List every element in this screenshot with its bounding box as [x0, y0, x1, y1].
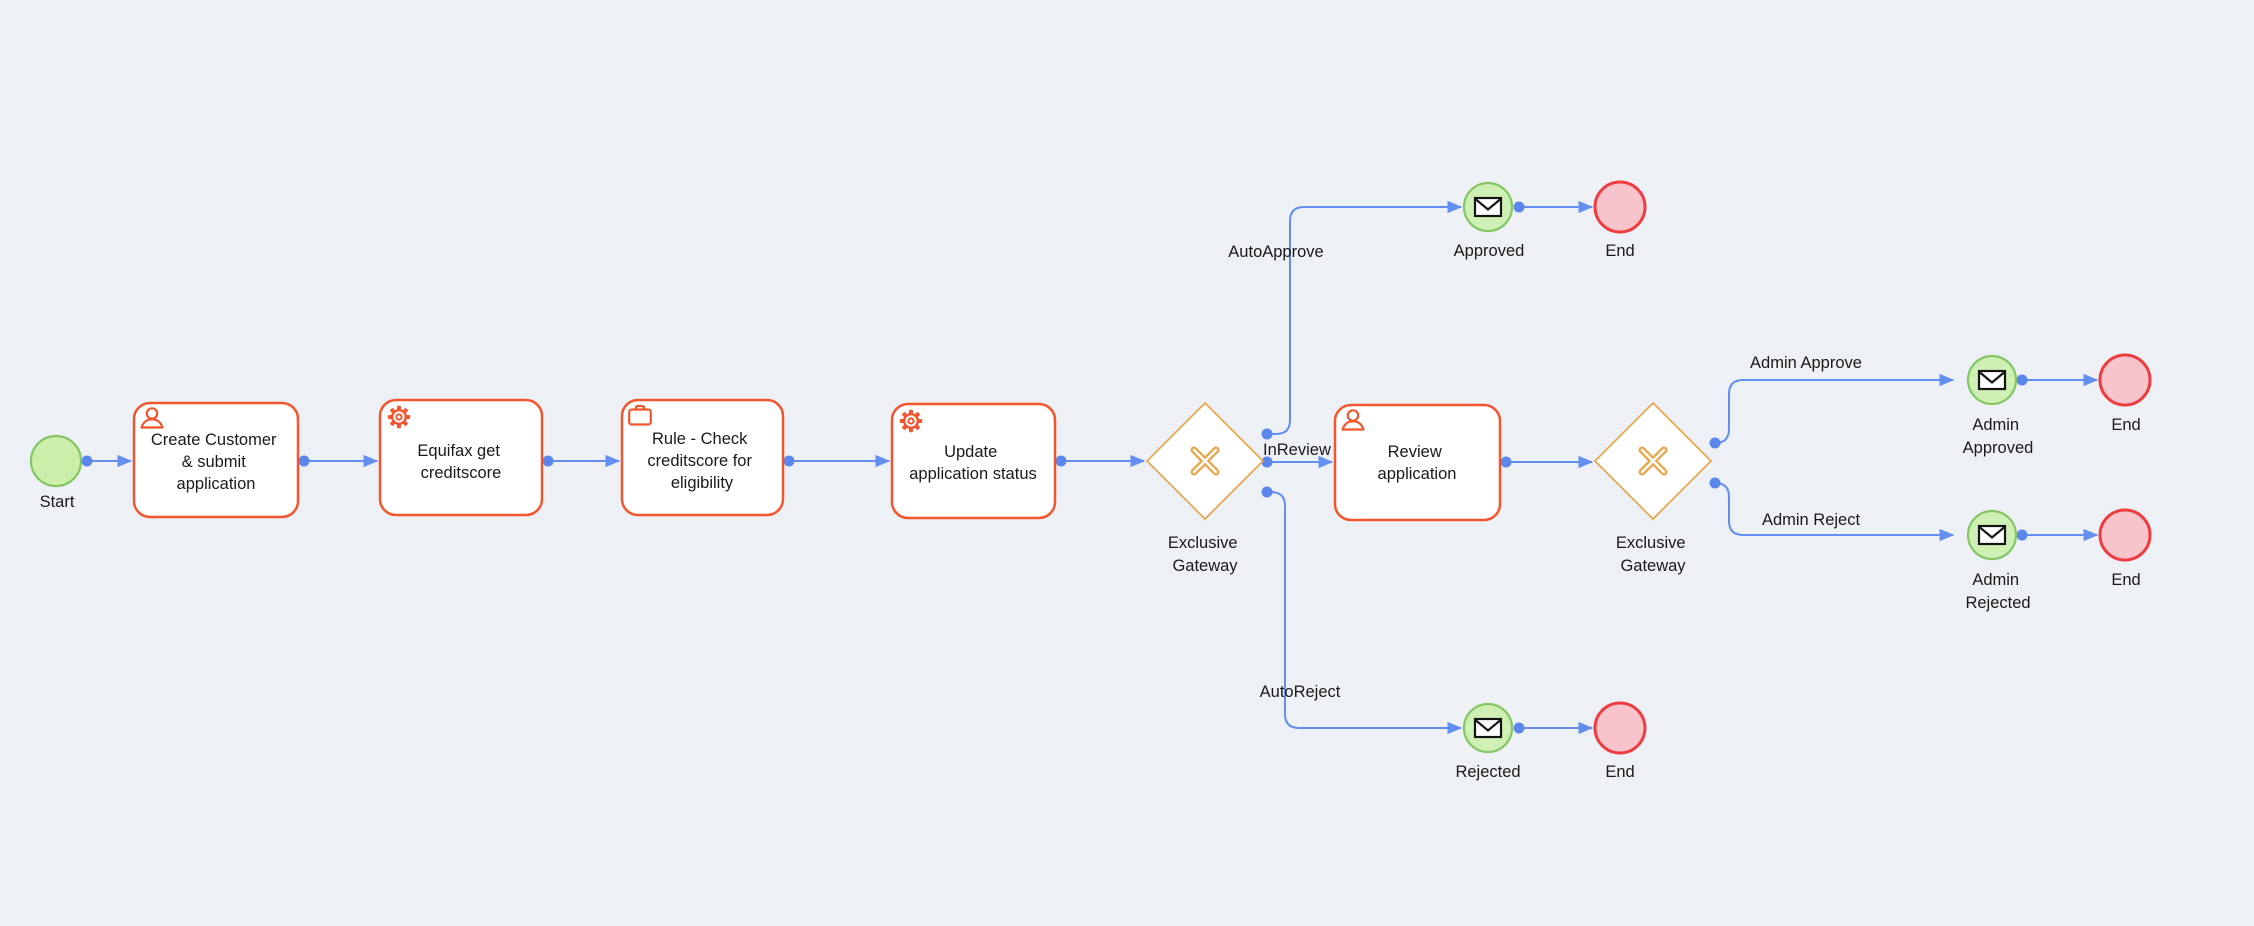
flow-line	[1714, 482, 1955, 542]
gear-icon	[898, 408, 924, 434]
task-label: Review application	[1378, 443, 1457, 483]
task-box[interactable]	[1333, 403, 1502, 522]
sequence-flows	[81, 200, 2099, 735]
flow-create-customer-to-equifax	[298, 454, 379, 468]
task-label: Update application status	[909, 443, 1037, 483]
end-event-bottom[interactable]	[1593, 701, 1647, 755]
task-label: Create Customer & submit application	[151, 431, 281, 493]
flow-line	[1267, 491, 1463, 735]
flow-source-dot	[1709, 437, 1721, 449]
flow-source-dot	[1513, 201, 1525, 213]
task-create-customer[interactable]: Create Customer & submit application	[132, 401, 300, 519]
start-event-label: Start	[40, 493, 75, 511]
flow-source-dot	[1513, 722, 1525, 734]
end-event-top-label: End	[1605, 242, 1634, 260]
message-event-approved[interactable]	[1462, 181, 1514, 233]
flow-admin-approved-to-end	[2016, 373, 2099, 387]
task-label: Rule - Check creditscore for eligibility	[647, 430, 756, 492]
envelope-icon	[1977, 369, 2007, 391]
flow-approved-to-end	[1513, 200, 1594, 214]
edge-label-admin-reject: Admin Reject	[1762, 511, 1861, 529]
flow-rule-check-to-update-status	[783, 454, 891, 468]
flow-source-dot	[542, 455, 554, 467]
flow-source-dot	[81, 455, 93, 467]
envelope-icon	[1473, 196, 1503, 218]
flow-equifax-to-rule-check	[542, 454, 621, 468]
flow-review-to-gateway2	[1500, 455, 1594, 469]
end-event-bottom-label: End	[1605, 763, 1634, 781]
flow-source-dot	[1261, 428, 1273, 440]
flow-line	[1267, 200, 1463, 435]
flow-source-dot	[1261, 456, 1273, 468]
start-event-circle[interactable]	[29, 434, 83, 488]
envelope-icon	[1473, 717, 1503, 739]
end-event-circle[interactable]	[2098, 353, 2152, 407]
task-box[interactable]	[378, 398, 544, 517]
end-event-right-top-label: End	[2111, 416, 2140, 434]
edge-label-in-review: InReview	[1263, 441, 1331, 459]
task-box[interactable]	[890, 402, 1057, 520]
message-event-admin-approved[interactable]	[1966, 354, 2018, 406]
flow-rejected-to-end	[1513, 721, 1594, 735]
task-update-application-status[interactable]: Update application status	[890, 402, 1057, 520]
flow-admin-approve	[1709, 373, 1955, 449]
flow-source-dot	[1055, 455, 1067, 467]
message-event-admin-approved-label: Admin Approved	[1963, 416, 2034, 457]
flow-auto-approve	[1261, 200, 1463, 440]
message-event-approved-label: Approved	[1454, 242, 1525, 260]
flow-source-dot	[1500, 456, 1512, 468]
task-box[interactable]	[620, 398, 785, 517]
flow-start-to-create-customer	[81, 454, 133, 468]
message-event-admin-rejected-label: Admin Rejected	[1965, 571, 2030, 612]
edge-label-admin-approve: Admin Approve	[1750, 354, 1862, 372]
envelope-icon	[1977, 524, 2007, 546]
message-event-rejected[interactable]	[1462, 702, 1514, 754]
end-event-right-top[interactable]	[2098, 353, 2152, 407]
gateway-label: Exclusive Gateway	[1616, 534, 1690, 575]
flow-source-dot	[783, 455, 795, 467]
end-event-circle[interactable]	[1593, 701, 1647, 755]
gear-icon	[386, 404, 412, 430]
edge-label-auto-reject: AutoReject	[1260, 683, 1341, 701]
end-event-right-bottom[interactable]	[2098, 508, 2152, 562]
flow-admin-rejected-to-end	[2016, 528, 2099, 542]
task-equifax-get-creditscore[interactable]: Equifax get creditscore	[378, 398, 544, 517]
edge-label-auto-approve: AutoApprove	[1228, 243, 1323, 261]
task-review-application[interactable]: Review application	[1333, 403, 1502, 522]
end-event-circle[interactable]	[2098, 508, 2152, 562]
task-label: Equifax get creditscore	[417, 442, 504, 482]
gateway-label: Exclusive Gateway	[1168, 534, 1242, 575]
exclusive-gateway-2[interactable]: Exclusive Gateway	[1593, 401, 1713, 575]
end-event-circle[interactable]	[1593, 180, 1647, 234]
flow-source-dot	[298, 455, 310, 467]
flow-line	[1714, 373, 1955, 444]
flow-update-status-to-gateway1	[1055, 454, 1146, 468]
flow-source-dot	[2016, 529, 2028, 541]
message-event-admin-rejected[interactable]	[1966, 509, 2018, 561]
end-event-right-bottom-label: End	[2111, 571, 2140, 589]
flow-source-dot	[1261, 486, 1273, 498]
flow-in-review	[1261, 455, 1334, 469]
message-event-rejected-label: Rejected	[1455, 763, 1520, 781]
end-event-top[interactable]	[1593, 180, 1647, 234]
task-box[interactable]	[132, 401, 300, 519]
flow-source-dot	[2016, 374, 2028, 386]
flow-auto-reject	[1261, 486, 1463, 735]
exclusive-gateway-1[interactable]: Exclusive Gateway	[1145, 401, 1265, 575]
flow-admin-reject	[1709, 477, 1955, 542]
flow-source-dot	[1709, 477, 1721, 489]
start-event[interactable]	[29, 434, 83, 488]
task-rule-check-creditscore[interactable]: Rule - Check creditscore for eligibility	[620, 398, 785, 517]
